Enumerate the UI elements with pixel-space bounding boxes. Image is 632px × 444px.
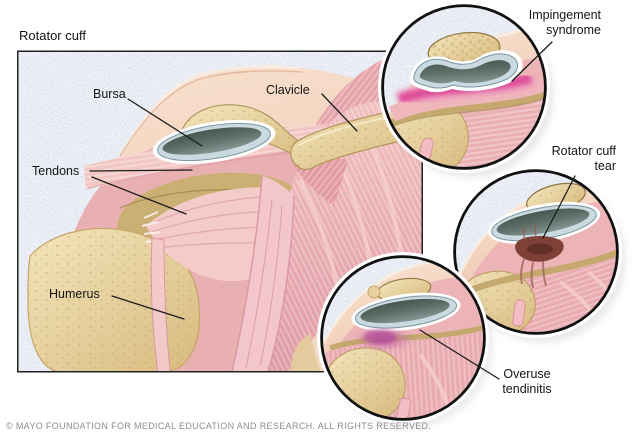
leader-tendons-1 bbox=[89, 169, 193, 172]
inset-border bbox=[320, 255, 486, 421]
inset-border bbox=[381, 4, 547, 170]
tendon-strap bbox=[150, 237, 171, 372]
label-bursa: Bursa bbox=[93, 87, 126, 101]
label-tendinitis-line2: tendinitis bbox=[502, 381, 552, 396]
bursa-sac bbox=[351, 292, 461, 332]
label-rotator-cuff-tear: Rotator cuff tear bbox=[552, 144, 616, 173]
label-clavicle: Clavicle bbox=[266, 83, 310, 97]
label-tear-line1: Rotator cuff bbox=[551, 144, 616, 158]
label-tendons: Tendons bbox=[32, 164, 80, 178]
label-humerus: Humerus bbox=[49, 287, 100, 301]
leader-tendinitis bbox=[419, 329, 500, 380]
leader-tear bbox=[542, 175, 576, 239]
inset-border bbox=[453, 169, 619, 335]
label-overuse-tendinitis: Overuse tendinitis bbox=[487, 367, 567, 396]
inset-rotator-cuff-tear bbox=[450, 166, 626, 343]
inset-overuse-tendinitis bbox=[317, 252, 493, 428]
leader-lines bbox=[89, 41, 576, 380]
compressed-bursa bbox=[409, 50, 523, 93]
leader-humerus bbox=[111, 295, 185, 320]
label-impingement-line1: Impingement bbox=[528, 8, 601, 22]
panel-border bbox=[17, 50, 423, 373]
tendon-tear bbox=[515, 223, 564, 289]
inset-impingement-syndrome bbox=[378, 1, 554, 178]
leader-bursa bbox=[127, 98, 203, 147]
leader-clavicle bbox=[321, 93, 358, 132]
label-tear-line2: tear bbox=[594, 158, 616, 173]
label-impingement-line2: syndrome bbox=[546, 22, 601, 37]
copyright-notice: © MAYO FOUNDATION FOR MEDICAL EDUCATION … bbox=[6, 421, 432, 431]
label-tendinitis-line1: Overuse bbox=[503, 367, 551, 381]
tendinitis-inflammation bbox=[354, 327, 414, 351]
leader-tendons-2 bbox=[91, 176, 187, 215]
label-impingement-syndrome: Impingement syndrome bbox=[529, 8, 601, 37]
leader-impingement bbox=[511, 41, 553, 82]
bursa-sac bbox=[152, 119, 276, 165]
figure-title: Rotator cuff bbox=[19, 28, 86, 43]
